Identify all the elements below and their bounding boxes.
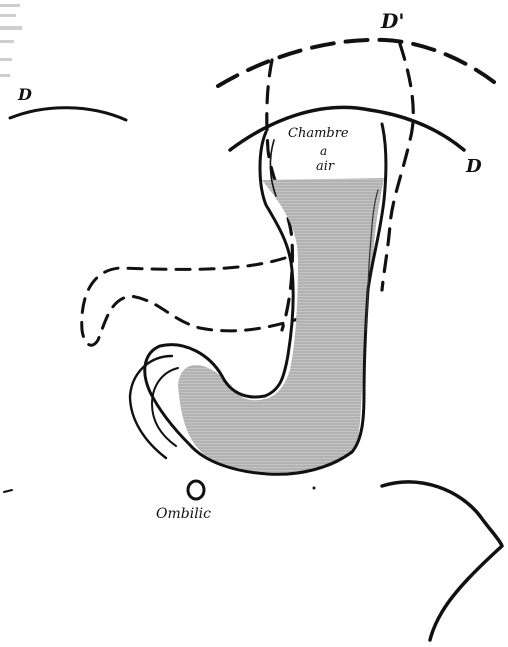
stray-mark-left: [4, 490, 12, 492]
scan-edge-marks: [0, 4, 22, 77]
label-d-left: D: [17, 85, 32, 104]
umbilicus-circle: [188, 481, 204, 499]
label-chamber-line2: a: [320, 144, 327, 158]
diaphragm-dashed-upper: [218, 40, 494, 86]
diaphragm-left-line: [10, 108, 126, 120]
label-d-right: D: [465, 156, 482, 177]
label-umbilicus: Ombilic: [156, 506, 211, 522]
rib-curve-outer: [130, 356, 172, 458]
label-d-prime: D': [380, 9, 404, 33]
label-chamber-line3: air: [316, 159, 335, 174]
costal-margin-lower-right: [382, 482, 502, 640]
label-chamber-line1: Chambre: [288, 126, 349, 141]
stray-dot: [313, 487, 316, 490]
rib-curve-inner: [152, 368, 178, 446]
